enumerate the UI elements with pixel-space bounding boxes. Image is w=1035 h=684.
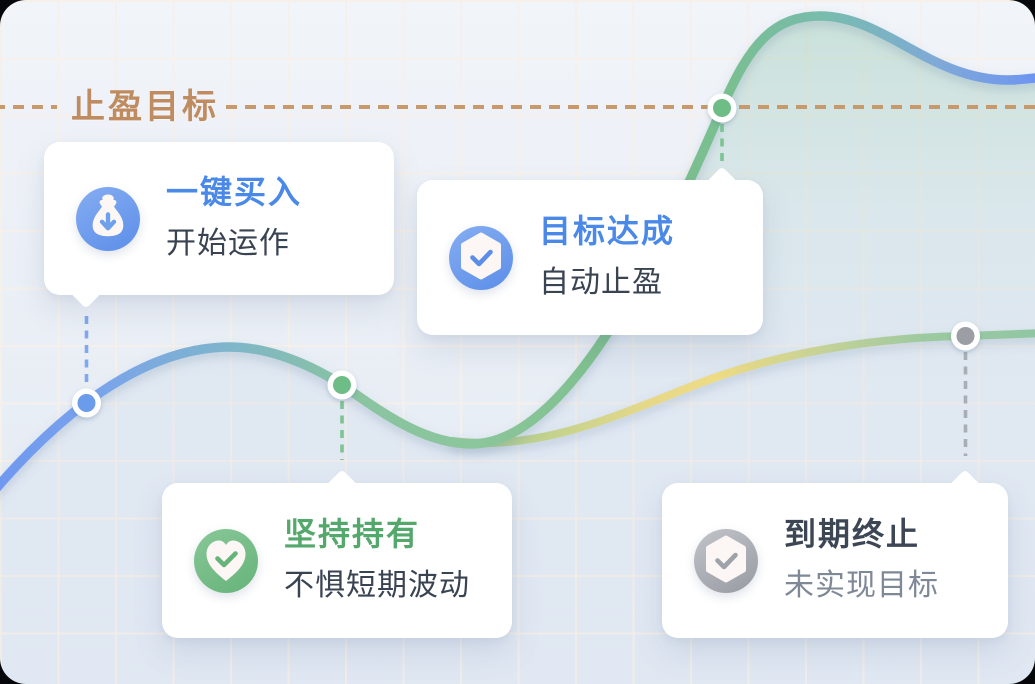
hexagon-check-icon [694, 528, 758, 593]
milestone-connectors [84, 124, 968, 460]
milestone-card-expire: 到期终止 未实现目标 [662, 469, 1008, 638]
milestone-title: 坚持持有 [284, 515, 421, 552]
hexagon-check-icon [449, 225, 513, 290]
money-bag-down-arrow-icon [76, 186, 140, 251]
milestone-title: 目标达成 [539, 212, 676, 249]
milestone-dots [72, 93, 980, 418]
milestone-dot-goal [707, 93, 737, 123]
milestone-title: 一键买入 [166, 173, 303, 210]
milestone-subtitle: 开始运作 [166, 226, 290, 260]
milestone-card-goal: 目标达成 自动止盈 [417, 166, 763, 335]
milestone-card-hold: 坚持持有 不惧短期波动 [162, 469, 512, 638]
alt-curve-not-achieved [448, 329, 1035, 448]
milestone-subtitle: 未实现目标 [784, 568, 939, 602]
milestone-subtitle: 自动止盈 [539, 265, 663, 299]
milestone-dot-expire [951, 321, 980, 351]
target-line-label: 止盈目标 [71, 88, 219, 126]
main-curve-achieved [0, 11, 1035, 492]
milestone-dot-hold [327, 370, 357, 400]
milestone-title: 到期终止 [784, 515, 921, 552]
milestone-subtitle: 不惧短期波动 [284, 568, 470, 602]
milestone-dot-buy [72, 388, 101, 418]
heart-check-icon [194, 528, 258, 593]
milestone-card-buy: 一键买入 开始运作 [44, 142, 394, 309]
